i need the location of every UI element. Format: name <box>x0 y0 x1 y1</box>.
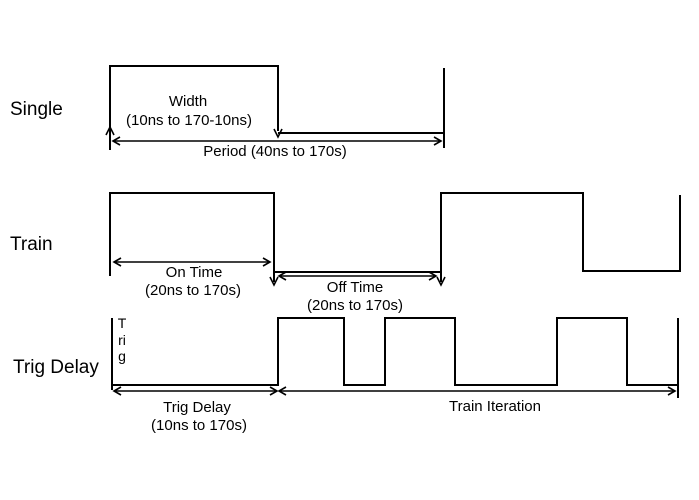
width-range-label: (10ns to 170-10ns) <box>126 112 252 129</box>
on-time-label: On Time <box>165 264 223 281</box>
width-label: Width <box>168 93 208 110</box>
trig-delay-section-label: Trig Delay <box>13 357 99 378</box>
period-label: Period (40ns to 170s) <box>203 143 347 160</box>
single-section-label: Single <box>10 99 63 120</box>
train-edge2-down-arrowhead <box>436 276 446 287</box>
train-edge1-down-arrowhead <box>269 276 279 287</box>
off-time-range-label: (20ns to 170s) <box>307 297 403 314</box>
single-pulse <box>109 65 279 150</box>
trig-vertical-label: Trig <box>117 315 127 364</box>
train-pulse-1 <box>109 192 275 282</box>
trig-delay-waveform <box>112 317 678 386</box>
train-pulse-2 <box>440 192 681 282</box>
trig-delay-range-label: (10ns to 170s) <box>151 417 247 434</box>
train-iteration-label: Train Iteration <box>449 398 541 415</box>
train-section-label: Train <box>10 234 53 255</box>
on-time-range-label: (20ns to 170s) <box>145 282 241 299</box>
trig-delay-label: Trig Delay <box>163 399 231 416</box>
single-edge-up-arrowhead <box>105 125 115 136</box>
off-time-label: Off Time <box>326 279 384 296</box>
